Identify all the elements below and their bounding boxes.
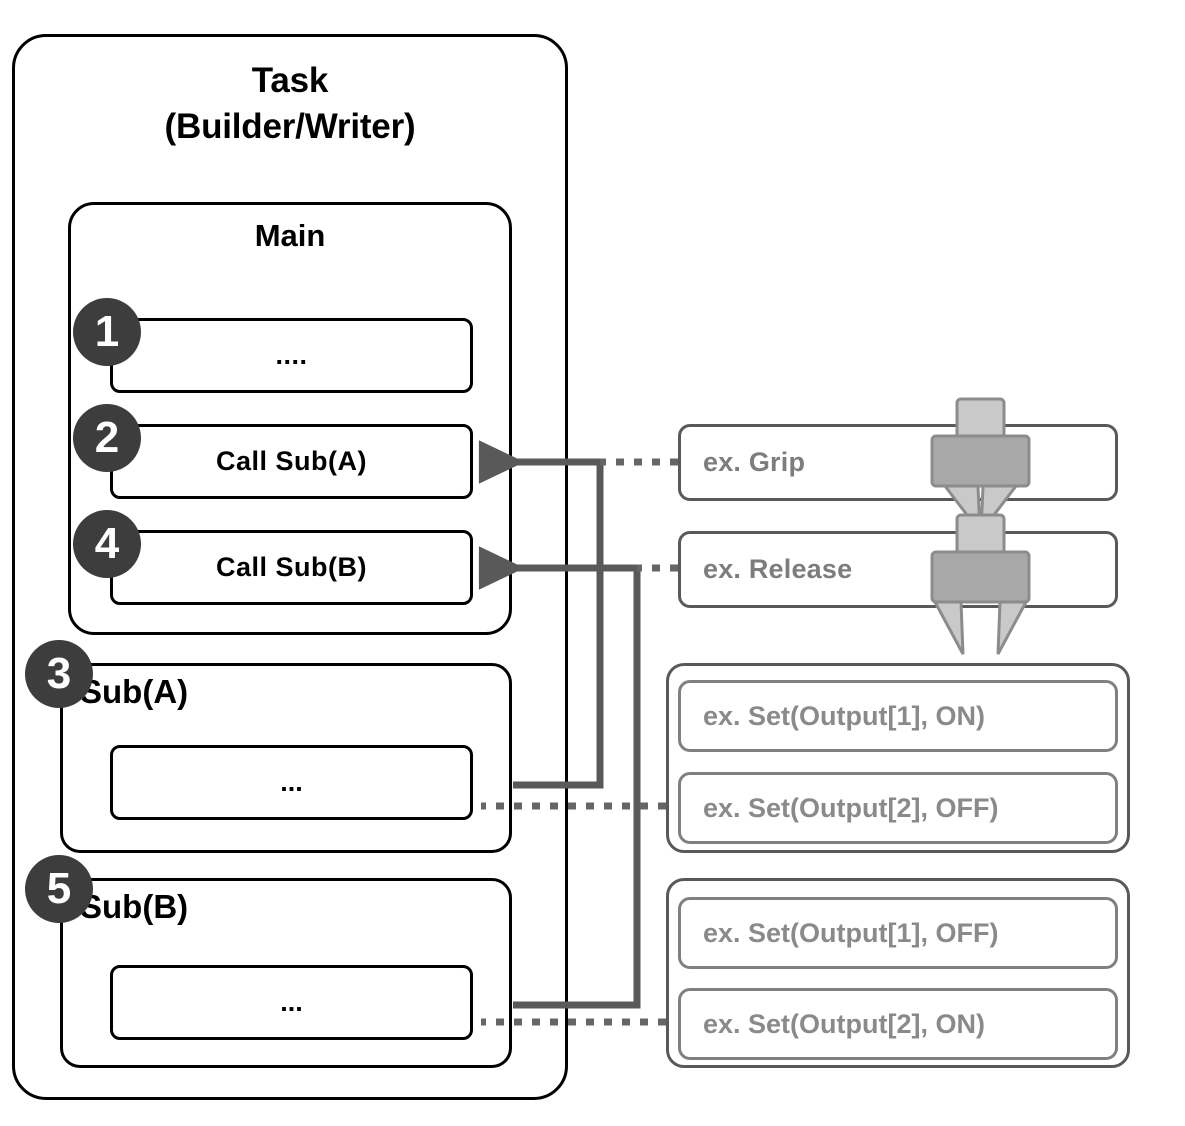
- sub-b-body[interactable]: ...: [110, 965, 473, 1040]
- step-badge-4: 4: [73, 510, 141, 578]
- example-grip-panel[interactable]: ex. Grip: [678, 424, 1118, 501]
- main-step-1[interactable]: ....: [110, 318, 473, 393]
- step-badge-5: 5: [25, 855, 93, 923]
- task-title: Task (Builder/Writer): [30, 58, 550, 149]
- main-step-call-sub-a[interactable]: Call Sub(A): [110, 424, 473, 499]
- sub-a-body[interactable]: ...: [110, 745, 473, 820]
- main-title: Main: [254, 218, 326, 253]
- example-output-item-2[interactable]: ex. Set(Output[2], OFF): [678, 772, 1118, 844]
- example-output-item-3[interactable]: ex. Set(Output[1], OFF): [678, 897, 1118, 969]
- step-badge-2: 2: [73, 404, 141, 472]
- step-badge-1: 1: [73, 298, 141, 366]
- task-title-line1: Task: [251, 61, 329, 100]
- sub-b-title: Sub(B): [80, 888, 189, 925]
- step-badge-3: 3: [25, 640, 93, 708]
- main-step-call-sub-b[interactable]: Call Sub(B): [110, 530, 473, 605]
- example-release-label: ex. Release: [703, 554, 853, 584]
- example-output-item-1[interactable]: ex. Set(Output[1], ON): [678, 680, 1118, 752]
- sub-a-title: Sub(A): [80, 673, 189, 710]
- example-grip-label: ex. Grip: [703, 447, 806, 477]
- example-output-item-4[interactable]: ex. Set(Output[2], ON): [678, 988, 1118, 1060]
- task-title-line2: (Builder/Writer): [164, 106, 416, 146]
- example-release-panel[interactable]: ex. Release: [678, 531, 1118, 608]
